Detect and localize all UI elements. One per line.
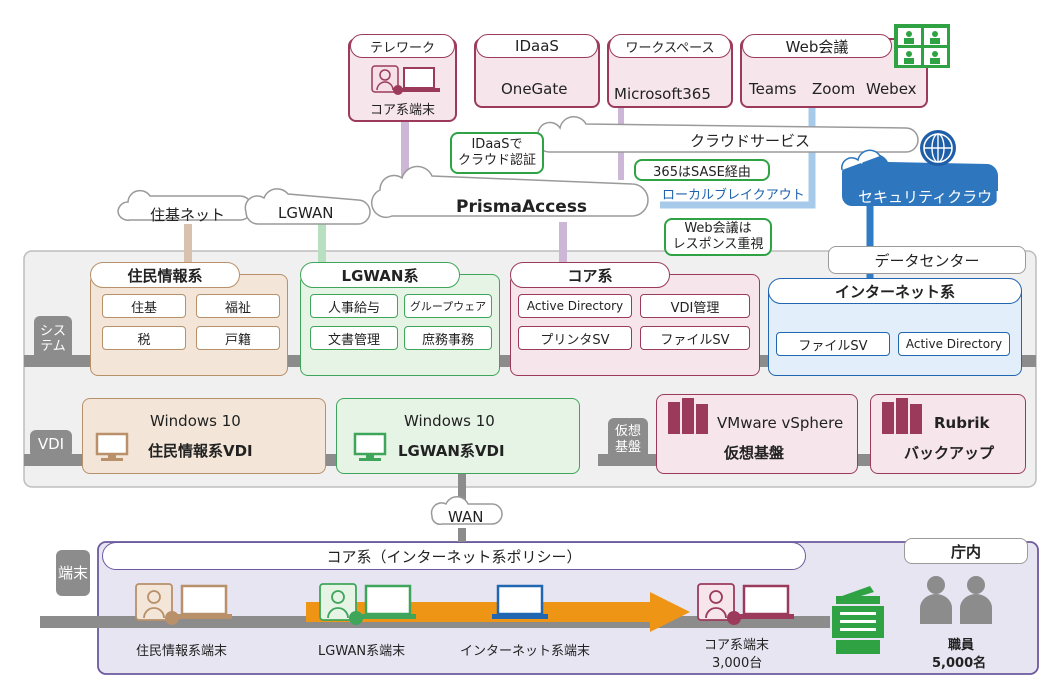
resident-vdi-box: [82, 398, 326, 474]
web-meeting-product-zoom[interactable]: Zoom: [812, 80, 856, 98]
vmware-product: VMware vSphere: [717, 414, 844, 432]
vdi-row-label: VDI: [30, 430, 72, 458]
wan-label: WAN: [448, 508, 484, 526]
system-row-label: システム: [34, 316, 72, 362]
rubrik-label: バックアップ: [904, 444, 995, 462]
lgwan-cloud-label: LGWAN: [278, 204, 334, 222]
lgwan-system-group: [300, 274, 500, 376]
internet-terminal-label: インターネット系端末: [460, 644, 591, 659]
policy-bar: コア系（インターネット系ポリシー）: [102, 542, 806, 570]
vmware-label: 仮想基盤: [724, 444, 785, 462]
rubrik-product: Rubrik: [934, 414, 990, 432]
lgwan-vdi-os: Windows 10: [404, 412, 495, 430]
internet-item-file-server[interactable]: ファイルSV: [776, 332, 890, 356]
resident-terminal-label: 住民情報系端末: [136, 644, 228, 659]
callout-idaas-auth: IDaaSで クラウド認証: [450, 132, 544, 174]
staff-label: 職員: [948, 638, 975, 653]
internet-system-title: インターネット系: [768, 278, 1022, 304]
terminal-row-label: 端末: [56, 550, 90, 596]
resident-vdi-name: 住民情報系VDI: [148, 442, 253, 460]
resident-item-welfare[interactable]: 福祉: [196, 294, 280, 318]
lgwan-item-payroll[interactable]: 人事給与: [310, 294, 398, 318]
lgwan-terminal-label: LGWAN系端末: [318, 644, 406, 659]
workspace-title: ワークスペース: [609, 34, 731, 58]
local-breakout-label: ローカルブレイクアウト: [662, 188, 805, 203]
lgwan-system-title: LGWAN系: [300, 262, 460, 288]
juki-net-label: 住基ネット: [150, 206, 226, 224]
security-cloud-label: セキュリティクラウド: [858, 188, 1008, 206]
idaas-product[interactable]: OneGate: [501, 80, 568, 98]
web-meeting-product-webex[interactable]: Webex: [866, 80, 917, 98]
resident-system-group: [90, 274, 288, 376]
resident-system-title: 住民情報系: [90, 262, 240, 288]
internet-item-active-directory[interactable]: Active Directory: [898, 332, 1010, 356]
callout-sase: 365はSASE経由: [634, 159, 770, 181]
core-item-file-server[interactable]: ファイルSV: [640, 326, 750, 350]
workspace-product[interactable]: Microsoft365: [614, 85, 711, 103]
web-meeting-product-teams[interactable]: Teams: [749, 80, 797, 98]
web-meeting-title: Web会議: [742, 34, 892, 58]
idaas-title: IDaaS: [476, 34, 598, 58]
core-system-group: [510, 274, 760, 376]
resident-item-family-register[interactable]: 戸籍: [196, 326, 280, 350]
office-label: 庁内: [904, 538, 1028, 564]
lgwan-item-document[interactable]: 文書管理: [310, 326, 398, 350]
cloud-service-label: クラウドサービス: [690, 132, 811, 150]
core-terminal-label: コア系端末: [704, 638, 770, 653]
core-system-title: コア系: [510, 262, 670, 288]
callout-web-meeting: Web会議は レスポンス重視: [664, 218, 772, 256]
core-terminal-count: 3,000台: [712, 656, 763, 671]
core-item-vdi-management[interactable]: VDI管理: [640, 294, 750, 318]
core-item-active-directory[interactable]: Active Directory: [518, 294, 632, 318]
lgwan-vdi-name: LGWAN系VDI: [398, 442, 505, 460]
resident-vdi-os: Windows 10: [150, 412, 241, 430]
resident-item-tax[interactable]: 税: [102, 326, 186, 350]
lgwan-vdi-box: [336, 398, 580, 474]
telework-title: テレワーク: [350, 34, 455, 58]
datacenter-label: データセンター: [828, 246, 1026, 274]
prisma-access-label: PrismaAccess: [456, 197, 588, 217]
lgwan-item-groupware[interactable]: グループウェア: [404, 294, 492, 318]
lgwan-item-general-affairs[interactable]: 庶務事務: [404, 326, 492, 350]
staff-count: 5,000名: [932, 656, 987, 671]
core-item-printer-server[interactable]: プリンタSV: [518, 326, 632, 350]
resident-item-juki[interactable]: 住基: [102, 294, 186, 318]
virtual-row-label: 仮想 基盤: [608, 418, 648, 462]
telework-device-label: コア系端末: [370, 103, 436, 118]
